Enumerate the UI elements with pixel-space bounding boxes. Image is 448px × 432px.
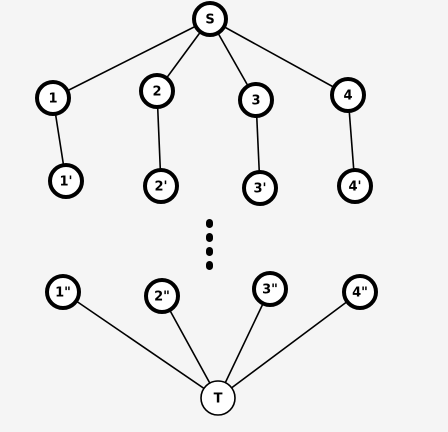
node-circle (144, 278, 180, 314)
ellipsis-dot (206, 247, 213, 256)
node-circle (192, 1, 228, 37)
node-circle (242, 170, 278, 206)
node-n1: 1 (35, 80, 71, 116)
edge-S-n4 (209, 18, 349, 96)
node-circle (330, 77, 366, 113)
node-circle (45, 274, 81, 310)
edge-n3pp-T (217, 288, 271, 399)
edge-n4pp-T (217, 291, 361, 399)
node-label: 2 (152, 85, 161, 100)
node-n4: 4 (330, 77, 366, 113)
node-n4pp: 4" (342, 274, 378, 310)
node-label: T (214, 392, 223, 407)
node-circle (139, 73, 175, 109)
node-circle (252, 271, 288, 307)
node-label: 2' (154, 180, 167, 195)
node-circle (342, 274, 378, 310)
node-n3: 3 (238, 82, 274, 118)
edges-layer (52, 18, 361, 399)
ellipsis-dot (206, 261, 213, 270)
node-label: 1' (59, 175, 72, 190)
edge-n1pp-T (62, 291, 219, 399)
node-n1p: 1' (48, 163, 84, 199)
node-circle (200, 380, 236, 416)
nodes-layer: S 1 2 3 4 1' 2' 3' 4' 1" 2" 3" 4" T (35, 1, 378, 416)
node-label: 3" (262, 283, 278, 298)
node-label: 3 (251, 94, 260, 109)
ellipsis-dot (206, 219, 213, 228)
node-label: 1" (55, 286, 71, 301)
node-n3p: 3' (242, 170, 278, 206)
node-label: S (205, 13, 214, 28)
node-n2pp: 2" (144, 278, 180, 314)
node-circle (48, 163, 84, 199)
node-n2p: 2' (143, 168, 179, 204)
vertical-ellipsis (206, 219, 213, 270)
node-n2: 2 (139, 73, 175, 109)
node-circle (143, 168, 179, 204)
node-label: 4" (352, 286, 368, 301)
ellipsis-dot (206, 233, 213, 242)
node-n1pp: 1" (45, 274, 81, 310)
node-label: 1 (48, 92, 57, 107)
node-label: 3' (253, 182, 266, 197)
node-label: 4' (348, 180, 361, 195)
node-circle (238, 82, 274, 118)
node-n4p: 4' (337, 168, 373, 204)
edge-S-n1 (52, 18, 211, 99)
node-circle (35, 80, 71, 116)
node-label: 4 (343, 89, 352, 104)
node-circle (337, 168, 373, 204)
node-S: S (192, 1, 228, 37)
edge-n2pp-T (161, 295, 219, 399)
node-T: T (200, 380, 236, 416)
node-label: 2" (154, 290, 170, 305)
node-n3pp: 3" (252, 271, 288, 307)
